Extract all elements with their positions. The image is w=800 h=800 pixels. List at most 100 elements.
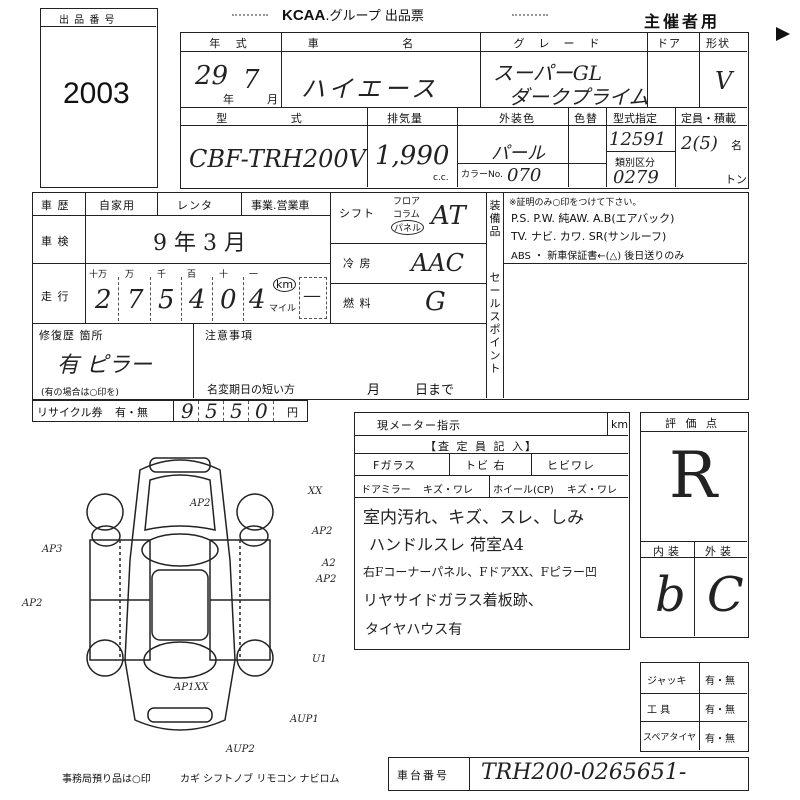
tools-label: 工 具 — [647, 705, 671, 716]
mile-label: マイル — [269, 304, 297, 314]
spare-label: スペアタイヤ — [643, 733, 697, 743]
score-value: R — [669, 439, 718, 513]
digit-unit: 十万 — [89, 270, 108, 280]
displacement-label: 排気量 — [387, 112, 423, 125]
private-label: 自家用 — [99, 199, 135, 212]
fuel-label: 燃 料 — [343, 297, 372, 310]
lot-number-box: 出 品 番 号 2003 — [40, 8, 158, 188]
meter-unit: km — [611, 418, 629, 431]
history-table: 車 歴 自家用 レンタ 事業.営業車 車 検 9 年 3 月 走 行 十万 万 … — [32, 192, 749, 400]
wheel-front-left — [86, 493, 124, 531]
repair-note: (有の場合は○印を) — [41, 388, 119, 398]
cc-unit: c.c. — [433, 173, 449, 183]
car-diagram: AP2 XX AP3 AP2 AP2 A2 AP2 U1 AP1XX AUP1 … — [21, 457, 336, 755]
interior-label: 内装 — [653, 545, 683, 558]
color-change-label: 色替 — [574, 112, 598, 125]
damage-mark: AP1XX — [173, 682, 209, 693]
brand-title: KCAA.グループ 出品票 — [282, 5, 424, 24]
km-label: km — [273, 277, 297, 292]
shift-option: フロア — [393, 197, 421, 207]
sales-point-label: セールスポイント — [489, 271, 501, 375]
type-designation-label: 型式指定 — [613, 112, 657, 125]
inspector-box: 現メーター指示 km 【査 定 員 記 入】 Fガラス トビ 右 ヒビワレ ドア… — [354, 412, 630, 650]
crack-label: ヒビワレ — [547, 459, 595, 472]
f-glass-label: Fガラス — [373, 459, 417, 472]
capacity-value: 2(5) — [681, 133, 718, 154]
damage-mark: AP2 — [189, 498, 210, 509]
mileage-label: 走 行 — [41, 290, 70, 303]
short-date-label: 名変期日の短い方 — [207, 383, 295, 396]
office-note: 事務局預り品は○印 — [62, 774, 151, 785]
front-windshield — [141, 533, 219, 567]
damage-mark: A2 — [321, 558, 336, 569]
cabin-roof — [151, 569, 209, 641]
group-title: .グループ 出品票 — [325, 9, 424, 24]
color-value: パール — [491, 143, 545, 164]
load-unit: トン — [725, 173, 747, 186]
short-date-month: 月 — [367, 383, 382, 398]
door-label: ドア — [657, 37, 681, 50]
dotted-line — [232, 14, 268, 16]
interior-value: b — [655, 567, 686, 623]
mirror-left — [91, 525, 121, 547]
damage-mark: AUP1 — [289, 714, 319, 725]
damage-mark: U1 — [312, 654, 327, 665]
damage-mark: AUP2 — [225, 744, 255, 755]
mileage-digit: 7 — [127, 285, 144, 315]
digit-unit: 万 — [125, 270, 135, 280]
wheel-rear-right — [236, 639, 274, 677]
damage-mark: AP2 — [311, 526, 332, 537]
repair-label: 修復歴 箇所 — [39, 329, 104, 342]
recycle-options: 有・無 — [115, 406, 148, 419]
inspector-note: タイヤハウス有 — [365, 622, 463, 638]
recycle-box: リサイクル券 有・無 9 5 5 0 円 — [32, 399, 308, 423]
arrow-icon — [776, 27, 790, 41]
inspector-header: 【査 定 員 記 入】 — [425, 440, 538, 453]
damage-mark: AP2 — [21, 598, 42, 609]
wheel-label: ホイール(CP) — [493, 485, 554, 496]
type-designation-value: 12591 — [609, 129, 667, 150]
year-label: 年 式 — [209, 37, 253, 50]
mirror-right — [239, 525, 269, 547]
equipment-line-2: TV. ナビ. カワ. SR(サンルーフ) — [511, 230, 667, 243]
class-label: 類別区分 — [615, 158, 655, 169]
model-value: CBF-TRH200V — [189, 145, 366, 173]
spare-options: 有・無 — [705, 734, 735, 745]
shape-label: 形状 — [706, 37, 730, 50]
keys-note: カギ シフトノブ リモコン ナビロム — [180, 774, 340, 785]
business-label: 事業.営業車 — [251, 199, 310, 212]
car-name-value: ハイエース — [301, 75, 440, 103]
rear-window — [143, 641, 217, 679]
ac-value: AAC — [411, 249, 465, 277]
equipment-label: 装備品 — [489, 199, 501, 238]
car-body-outline — [124, 459, 236, 731]
mileage-digit: 4 — [189, 285, 206, 315]
lot-number-label: 出 品 番 号 — [59, 15, 116, 26]
exterior-value: C — [707, 567, 744, 623]
wheel-options: キズ・ワレ — [567, 485, 617, 496]
tools-options: 有・無 — [705, 705, 735, 716]
front-bumper — [149, 457, 211, 473]
digit-unit: 十 — [219, 270, 229, 280]
mile-box — [299, 277, 327, 319]
score-label: 評 価 点 — [665, 417, 720, 430]
meter-label: 現メーター指示 — [377, 419, 461, 432]
grade-value-2: ダークプライム — [509, 85, 649, 109]
month-unit: 月 — [267, 93, 278, 106]
mileage-digit: 0 — [220, 285, 237, 315]
mile-value: — — [303, 285, 321, 306]
mileage-digit: 2 — [95, 285, 112, 315]
model-label: 型 式 — [216, 112, 332, 125]
damage-mark: XX — [307, 486, 323, 497]
equipment-line-1: P.S. P.W. 純AW. A.B(エアバック) — [511, 212, 675, 225]
inspector-note: リヤサイドガラス着板跡、 — [363, 591, 543, 609]
mirror-options: キズ・ワレ — [423, 485, 473, 496]
wheel-rear-left — [86, 639, 124, 677]
grade-value-1: スーパーGL — [493, 61, 603, 85]
shift-option: パネル — [391, 220, 425, 235]
inspector-note: ハンドルスレ 荷室A4 — [369, 535, 524, 554]
f-glass-options: トビ 右 — [465, 459, 506, 472]
displacement-value: 1,990 — [375, 141, 450, 171]
year-value: 29 — [195, 61, 229, 91]
equipment-note: ※証明のみ○印をつけて下さい。 — [509, 198, 642, 208]
